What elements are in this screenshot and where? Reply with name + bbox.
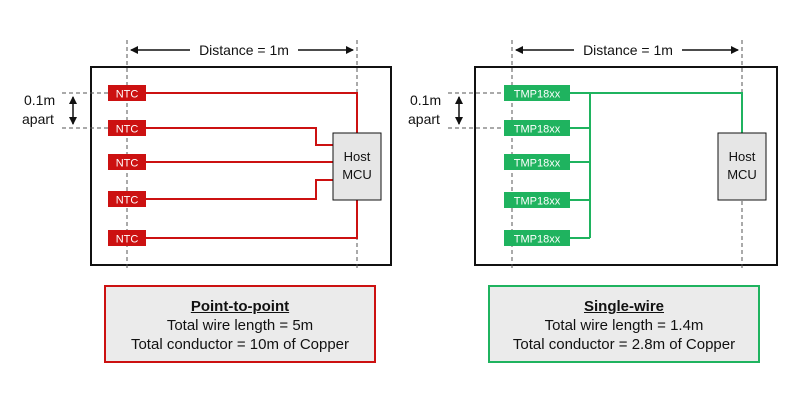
tmp18xx-sensor-box [504, 192, 570, 208]
point-to-point-wire-length: Total wire length = 5m [166, 317, 314, 334]
point-to-point-panel: Distance = 1m 0.1m apart Host MCU NTC NT… [22, 40, 392, 268]
tmp18xx-sensor-box [504, 230, 570, 246]
single-wire-title: Single-wire [583, 298, 665, 315]
left-mcu-label-line1: Host [344, 149, 371, 164]
right-spacing-label-line2: apart [408, 111, 440, 127]
tmp18xx-sensor-box [504, 120, 570, 136]
ntc-sensor-label: NTC [116, 195, 139, 207]
right-mcu-label-line1: Host [729, 149, 756, 164]
ntc-sensor-label: NTC [116, 124, 139, 136]
left-spacing-label-line2: apart [22, 111, 54, 127]
right-host-mcu [717, 132, 767, 201]
right-distance-label-bg [574, 41, 682, 59]
left-host-mcu [332, 132, 382, 201]
tmp18xx-sensor-box [504, 154, 570, 170]
tmp18xx-sensor-label: TMP18xx [514, 196, 561, 208]
wire-5 [146, 200, 358, 239]
right-distance-label: Distance = 1m [583, 42, 673, 58]
left-mcu-label-line2: MCU [342, 167, 372, 182]
tmp18xx-sensor-label: TMP18xx [514, 124, 561, 136]
ntc-sensor-box [108, 85, 146, 101]
bus-wire [570, 92, 743, 133]
right-enclosure [474, 66, 778, 266]
ntc-sensor-box [108, 191, 146, 207]
ntc-sensor-box [108, 154, 146, 170]
left-distance-label-bg [190, 41, 298, 59]
single-wire-summary: Single-wire Total wire length = 1.4m Tot… [488, 285, 760, 363]
right-sensor: TMP18xx [504, 192, 570, 208]
right-spacing-label-line1: 0.1m [410, 92, 441, 108]
ntc-sensor-box [108, 120, 146, 136]
wire-4 [146, 179, 333, 200]
point-to-point-summary: Point-to-point Total wire length = 5m To… [104, 285, 376, 363]
right-wires [570, 92, 743, 239]
ntc-sensor-label: NTC [116, 158, 139, 170]
left-spacing-label-line1: 0.1m [24, 92, 55, 108]
right-sensor: TMP18xx [504, 120, 570, 136]
tmp18xx-sensor-box [504, 85, 570, 101]
left-sensor: NTC [108, 85, 146, 101]
left-sensor: NTC [108, 154, 146, 170]
point-to-point-conductor: Total conductor = 10m of Copper [130, 336, 350, 353]
tmp18xx-sensor-label: TMP18xx [514, 89, 561, 101]
wire-1 [146, 92, 358, 133]
tmp18xx-sensor-label: TMP18xx [514, 158, 561, 170]
single-wire-conductor: Total conductor = 2.8m of Copper [512, 336, 736, 353]
point-to-point-title: Point-to-point [190, 298, 290, 315]
right-sensor: TMP18xx [504, 154, 570, 170]
ntc-sensor-label: NTC [116, 234, 139, 246]
left-sensor: NTC [108, 191, 146, 207]
ntc-sensor-box [108, 230, 146, 246]
left-wires [146, 92, 358, 239]
right-mcu-label-line2: MCU [727, 167, 757, 182]
tmp18xx-sensor-label: TMP18xx [514, 234, 561, 246]
left-sensor: NTC [108, 120, 146, 136]
ntc-sensor-label: NTC [116, 89, 139, 101]
single-wire-wire-length: Total wire length = 1.4m [544, 317, 704, 334]
right-sensor: TMP18xx [504, 230, 570, 246]
single-wire-panel: Distance = 1m 0.1m apart Host MCU TMP18x… [408, 40, 778, 268]
left-sensor: NTC [108, 230, 146, 246]
left-distance-label: Distance = 1m [199, 42, 289, 58]
wire-2 [146, 127, 333, 146]
right-sensor: TMP18xx [504, 85, 570, 101]
left-enclosure [90, 66, 392, 266]
